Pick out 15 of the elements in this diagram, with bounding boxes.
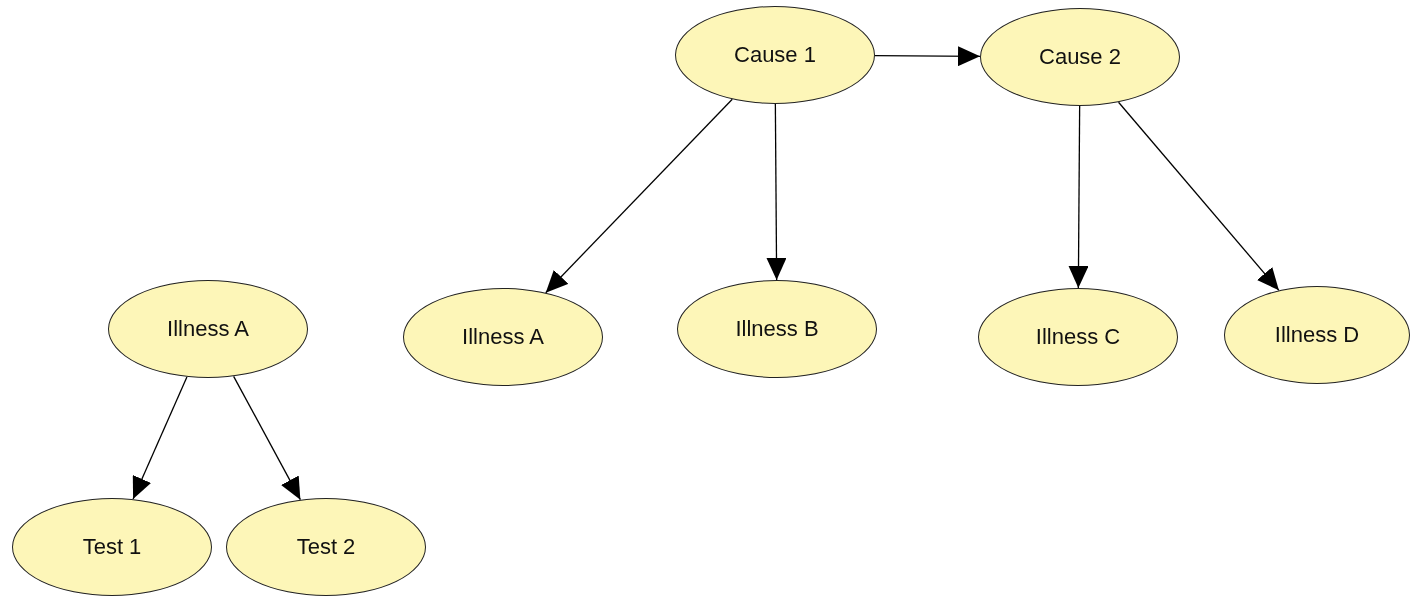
arrow xyxy=(1117,101,1280,291)
arrow xyxy=(545,98,733,294)
node-label: Illness B xyxy=(735,316,819,342)
arrow xyxy=(874,46,981,67)
node-label: Illness D xyxy=(1274,322,1360,348)
node-label: Illness A xyxy=(462,324,544,350)
arrow xyxy=(132,376,188,500)
arrow xyxy=(1068,105,1089,289)
node-label: Illness C xyxy=(1035,324,1121,350)
arrow xyxy=(766,103,787,281)
node-label: Test 2 xyxy=(296,534,356,560)
node-label: Cause 1 xyxy=(734,42,816,68)
node-label: Cause 2 xyxy=(1039,44,1121,70)
node-label: Test 1 xyxy=(82,534,142,560)
node-label: Illness A xyxy=(167,316,249,342)
